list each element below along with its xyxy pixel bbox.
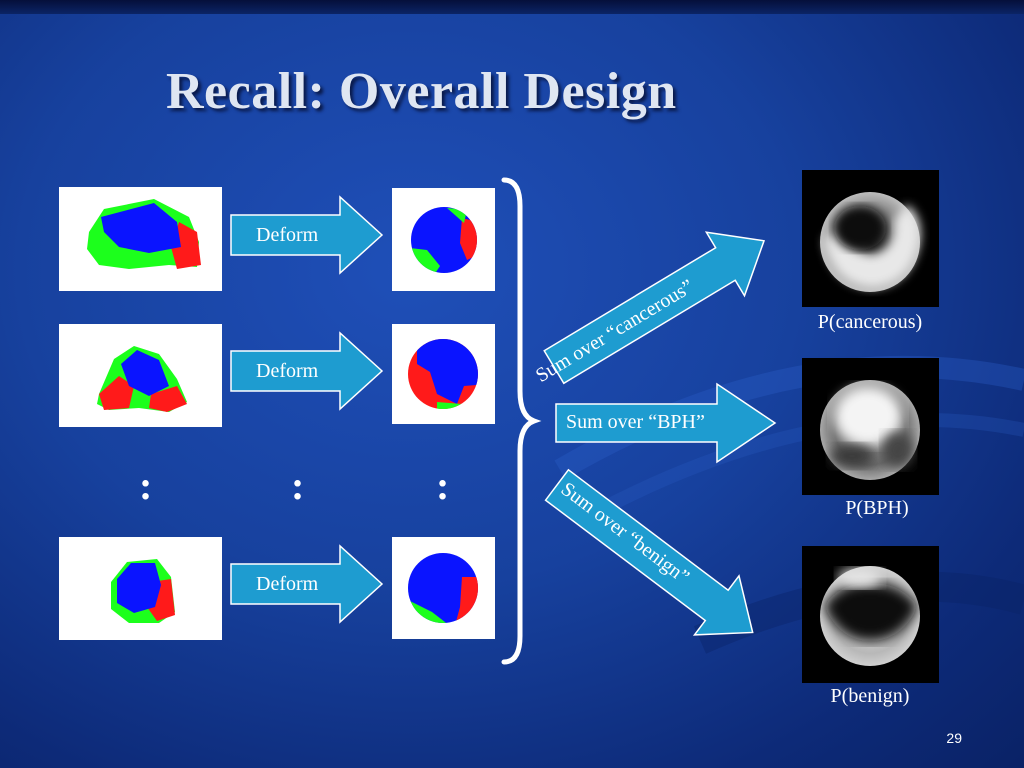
prostate-segmentation-image [59, 537, 222, 640]
result-label-benign: P(benign) [830, 685, 910, 707]
deform-arrow [230, 195, 384, 275]
prostate-segmentation-image [59, 324, 222, 427]
deform-arrow [230, 331, 384, 411]
page-number: 29 [946, 730, 962, 746]
probability-map-cancerous [802, 170, 939, 307]
ellipsis-dots: : [139, 463, 153, 508]
sum-arrow-bph-label: Sum over “BPH” [566, 411, 705, 433]
deformed-segmentation-image [392, 537, 495, 639]
sum-arrow-bph [555, 382, 777, 464]
prostate-segmentation-image [59, 187, 222, 291]
deform-arrow-label: Deform [256, 360, 319, 382]
deformed-segmentation-image [392, 324, 495, 424]
slide-title: Recall: Overall Design [166, 63, 677, 120]
curly-brace [501, 177, 542, 665]
deform-arrow-label: Deform [256, 573, 319, 595]
deformed-segmentation-image [392, 188, 495, 291]
result-label-bph: P(BPH) [845, 497, 909, 519]
probability-map-bph [802, 358, 939, 495]
ellipsis-dots: : [291, 463, 305, 508]
sum-arrow-benign [544, 468, 754, 636]
ellipsis-dots: : [436, 463, 450, 508]
result-label-cancerous: P(cancerous) [817, 311, 923, 333]
deform-arrow [230, 544, 384, 624]
deform-arrow-label: Deform [256, 224, 319, 246]
probability-map-benign [802, 546, 939, 683]
sum-arrow-cancerous [543, 231, 766, 385]
top-band [0, 0, 1024, 14]
